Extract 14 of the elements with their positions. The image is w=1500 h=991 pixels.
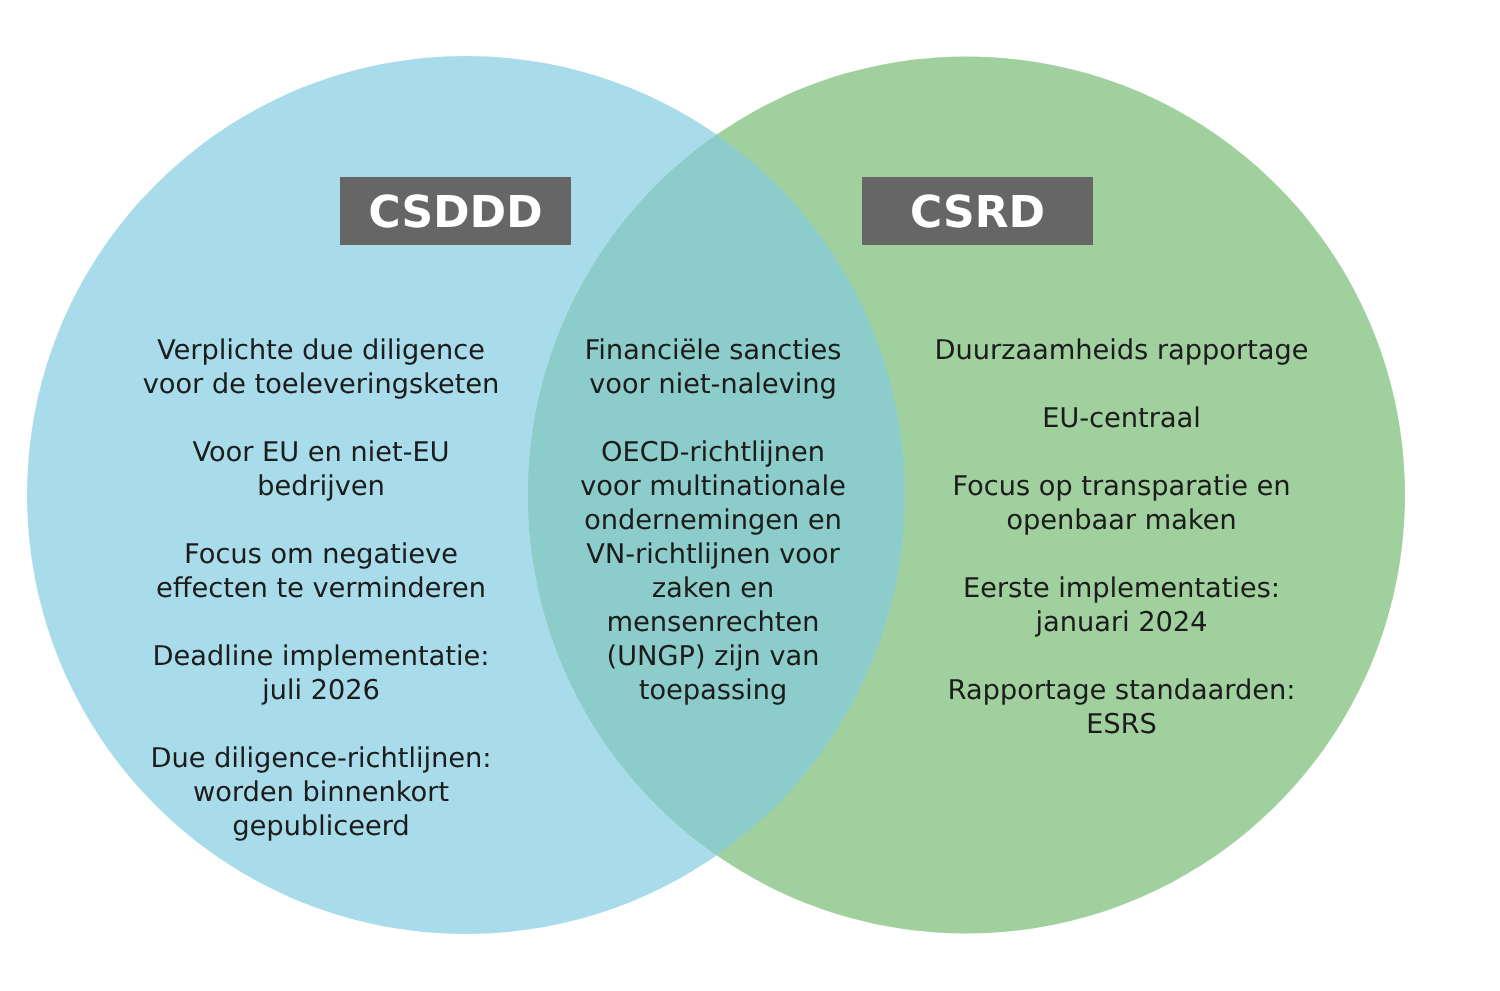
statement-text: OECD-richtlijnen voor multinationale ondernemingen en VN-richtlijnen voor zaken en mensenrechten (UNGP) zijn van toepassing [581,440,845,705]
statement-text: Eerste implementaties: januari 2024 [965,576,1277,637]
statement-text: Due diligence-richtlijnen: worden binnenkort gepubliceerd [153,746,489,841]
statement-text: Deadline implementatie: juli 2026 [155,644,487,705]
statement-text: Duurzaamheids rapportage [937,338,1307,365]
heading-box: CSRD [862,177,1093,245]
statement-text: Focus om negatieve effecten te verminderen [157,542,484,598]
statement-text: Financiële sancties voor niet-naleving [587,338,841,399]
statement-text: Voor EU en niet-EU bedrijven [192,440,448,501]
statement-text: Focus op transparatie en openbaar maken [955,474,1289,535]
statement-text: EU-centraal [1044,406,1199,428]
statement-text: Rapportage standaarden: ESRS [950,678,1293,734]
heading-box: CSDDD [340,177,571,245]
statement-text: Verplichte due diligence voor de toeleveringsketen [143,338,497,399]
